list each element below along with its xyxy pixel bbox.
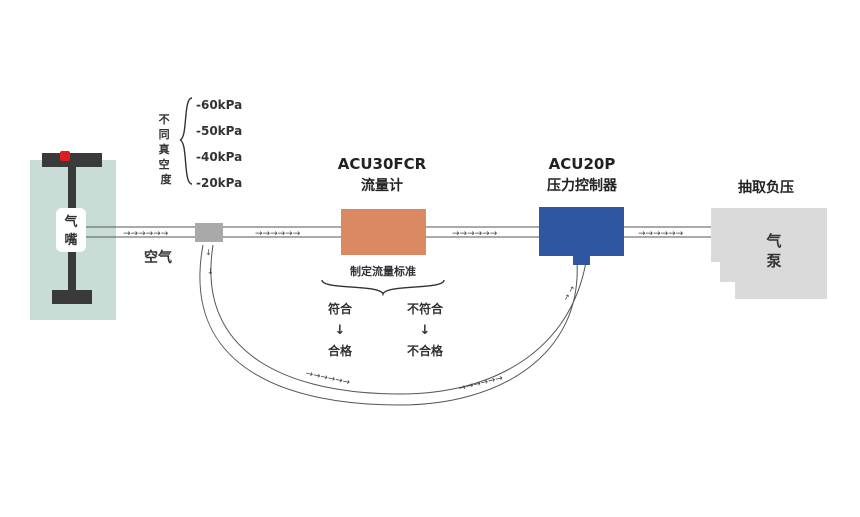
vacuum-levels: 不 同 真 空 度 -60kPa -50kPa -40kPa -20kPa <box>159 97 242 190</box>
bypass-arrows-left: →→→→→→ <box>305 369 352 388</box>
flow-meter-box <box>341 209 426 255</box>
indicator-light-icon <box>60 151 70 161</box>
pump-label-1: 气 <box>765 232 781 250</box>
pressure-controller-port <box>573 256 590 265</box>
nozzle-label-box <box>56 208 86 252</box>
pump-label-2: 泵 <box>766 252 781 270</box>
nozzle-top-plate <box>42 153 102 167</box>
flow-meter-name: 流量计 <box>361 177 403 194</box>
vacuum-brace <box>179 97 193 185</box>
fail-condition: 不符合 <box>407 301 444 316</box>
main-pipe <box>86 226 712 238</box>
vacuum-level-4: -20kPa <box>196 176 242 190</box>
pressure-controller-box <box>539 207 624 256</box>
pressure-controller: ACU20P 压力控制器 <box>539 155 624 265</box>
pass-result: 合格 <box>328 343 353 358</box>
pump-body <box>711 208 827 299</box>
standard-title: 制定流量标准 <box>350 264 416 278</box>
flow-arrows-3: →→→→→→ <box>452 229 498 239</box>
flow-meter: ACU30FCR 流量计 <box>338 155 427 255</box>
standard-brace <box>321 279 445 297</box>
flow-arrows-4: →→→→→→ <box>638 229 684 239</box>
flow-arrows-1: →→→→→→ <box>123 229 169 239</box>
pressure-controller-name: 压力控制器 <box>547 177 618 194</box>
nozzle-base <box>52 290 92 304</box>
fail-result: 不合格 <box>407 343 444 358</box>
pass-condition: 符合 <box>328 301 353 316</box>
pump-caption: 抽取负压 <box>738 179 794 196</box>
vacuum-level-3: -40kPa <box>196 150 242 164</box>
flow-standard: 制定流量标准 符合 ↓ 合格 不符合 ↓ 不合格 <box>321 264 445 358</box>
air-pump: 抽取负压 气 泵 <box>711 179 827 299</box>
splitter-valve <box>195 223 223 242</box>
air-label: 空气 <box>144 249 172 266</box>
vacuum-title: 不 同 真 空 度 <box>159 113 174 186</box>
vacuum-level-1: -60kPa <box>196 98 242 112</box>
flow-meter-model: ACU30FCR <box>338 155 427 173</box>
pass-arrow-icon: ↓ <box>335 323 346 338</box>
bypass-arrows-right: →→→→→→ <box>458 373 505 394</box>
vacuum-level-2: -50kPa <box>196 124 242 138</box>
nozzle-assembly: 气 嘴 <box>30 151 116 320</box>
nozzle-label-2: 嘴 <box>64 232 77 248</box>
bypass-arrows-down: ↓↓ <box>205 248 214 276</box>
pressure-controller-model: ACU20P <box>549 155 616 173</box>
nozzle-label-1: 气 <box>64 214 77 230</box>
flow-arrows-2: →→→→→→ <box>255 229 301 239</box>
fail-arrow-icon: ↓ <box>420 323 431 338</box>
bypass-pipe <box>199 244 587 406</box>
